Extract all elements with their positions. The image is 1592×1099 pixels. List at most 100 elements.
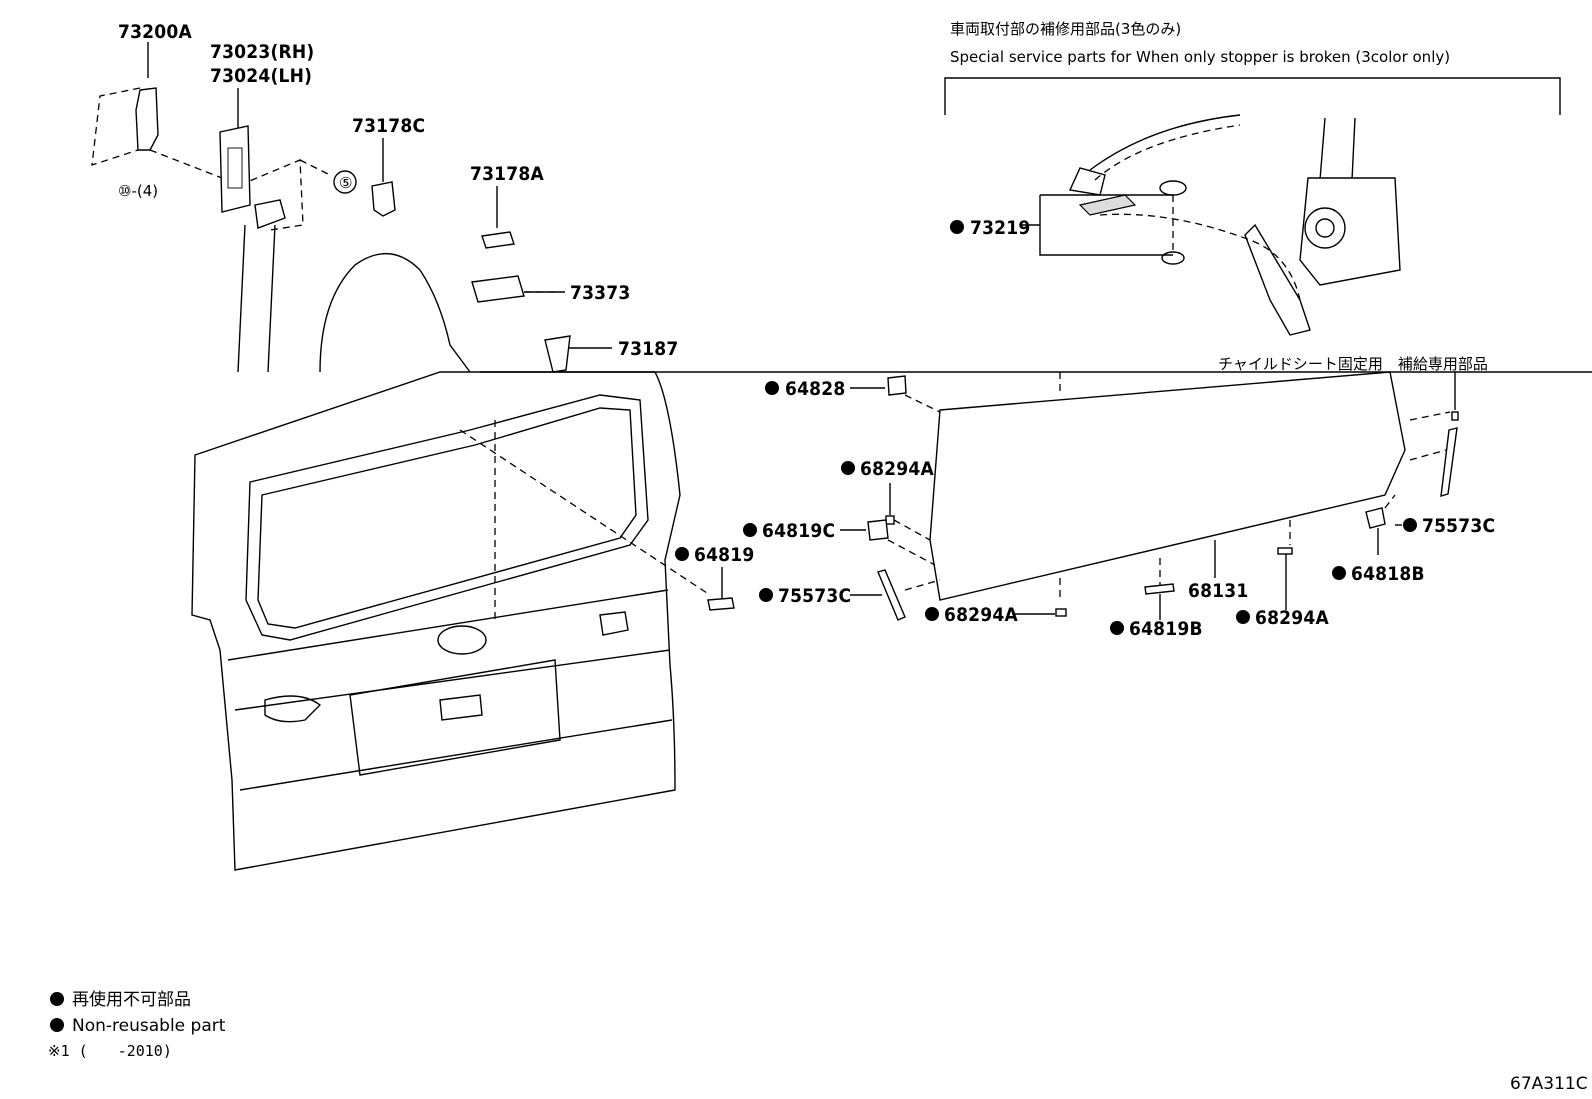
nonreusable-dot	[950, 220, 964, 234]
back-door-window-inner	[257, 407, 637, 629]
back-glass-68131	[929, 371, 1406, 601]
inset-strap-top	[1089, 114, 1241, 171]
back-door-outline	[191, 371, 681, 871]
dot-64828	[765, 381, 779, 395]
callout-68294A-2: 68294A	[944, 604, 1018, 626]
dot-68294A-3	[1236, 610, 1250, 624]
dash-5	[299, 159, 331, 176]
back-door-panel-lines	[227, 589, 673, 791]
callout-68131: 68131	[1188, 580, 1248, 602]
legend-en: Non-reusable part	[72, 1016, 226, 1036]
callout-73024: 73024(LH)	[210, 65, 312, 87]
back-glass-area: 64828 68294A 64819C 64819 75573C 68294A …	[675, 371, 1495, 640]
inset-title-jp: 車両取付部の補修用部品(3色のみ)	[950, 20, 1181, 38]
belt-anchor-cover	[219, 125, 251, 213]
part-75573C-1	[877, 569, 906, 621]
part-68294A-2	[1055, 608, 1067, 617]
dash-68294A-1	[893, 519, 931, 541]
dot-64819C	[743, 523, 757, 537]
inset-bracket-part	[1068, 167, 1106, 196]
legend: 再使用不可部品 Non-reusable part ※1 ( -2010)	[48, 989, 226, 1060]
dot-68294A-1	[841, 461, 855, 475]
inset-harness-dash	[1094, 124, 1241, 181]
inset-stopper	[1078, 194, 1137, 216]
belt-strap	[237, 224, 276, 373]
callout-73178C: 73178C	[352, 115, 425, 137]
back-door	[191, 371, 711, 871]
callout-68294A-3: 68294A	[1255, 607, 1329, 629]
back-door-window-frame	[245, 394, 649, 641]
part-child-seat-clip	[1451, 411, 1459, 421]
plate-73373	[471, 275, 525, 303]
callout-64819B: 64819B	[1129, 618, 1203, 640]
dash-child-seat	[1409, 411, 1451, 421]
callout-64818B: 64818B	[1351, 563, 1425, 585]
circle-5	[333, 170, 357, 194]
part-64818B	[1365, 507, 1386, 529]
callout-73219: 73219	[970, 217, 1030, 239]
inset-box: 車両取付部の補修用部品(3色のみ) Special service parts …	[944, 20, 1561, 336]
inset-retractor	[1299, 177, 1401, 286]
callout-64819C: 64819C	[762, 520, 835, 542]
dot-75573C-2	[1403, 518, 1417, 532]
part-64819C	[867, 519, 889, 541]
legend-dot-jp	[50, 992, 64, 1006]
belt-guide	[254, 199, 286, 229]
dash-75573C-2	[1409, 449, 1447, 461]
inset-clip-base	[1161, 251, 1185, 265]
door-handle	[439, 694, 483, 721]
dot-68294A-2	[925, 607, 939, 621]
callout-64819: 64819	[694, 544, 754, 566]
callout-73023: 73023(RH)	[210, 41, 314, 63]
inset-retractor-hub	[1315, 218, 1335, 238]
anchor-slot	[227, 147, 243, 189]
inset-strap-end	[1244, 223, 1311, 336]
callout-68294A-1: 68294A	[860, 458, 934, 480]
license-plate-recess	[349, 659, 561, 776]
cover-73178A	[481, 231, 515, 249]
seat-back-outline	[319, 252, 471, 373]
callout-64828: 64828	[785, 378, 845, 400]
part-64828	[887, 375, 907, 396]
diagram-code: 67A311C	[1510, 1074, 1588, 1094]
part-64819	[707, 597, 735, 611]
dot-64819B	[1110, 621, 1124, 635]
legend-dot-en	[50, 1018, 64, 1032]
callout-73187: 73187	[618, 338, 678, 360]
part-68294A-3	[1277, 547, 1293, 555]
qty-5: ⑤	[339, 174, 352, 192]
dash-75573C-1	[904, 579, 941, 591]
dash-64819C	[887, 539, 936, 566]
callout-73178A: 73178A	[470, 163, 544, 185]
callout-73200A: 73200A	[118, 21, 192, 43]
clip-73178C	[371, 181, 396, 217]
inset-harness-dash-2	[1099, 213, 1301, 301]
dash-to-64819	[459, 429, 711, 596]
legend-jp: 再使用不可部品	[72, 989, 191, 1010]
inset-bracket	[944, 77, 1561, 115]
inset-title-en: Special service parts for When only stop…	[950, 48, 1450, 66]
part-75573C-2	[1440, 427, 1458, 497]
dash-64818B	[1384, 494, 1396, 509]
door-opening-left	[264, 695, 322, 723]
part-68294A-1	[885, 515, 895, 525]
seatbelt-buckle	[135, 87, 159, 151]
callout-75573C-2: 75573C	[1422, 515, 1495, 537]
buckle-dash	[91, 87, 141, 166]
inset-belt	[1319, 117, 1356, 181]
legend-note: ※1 ( -2010)	[48, 1042, 172, 1060]
part-64819B	[1144, 583, 1175, 595]
dot-64818B	[1332, 566, 1346, 580]
seatbelt-assembly: 73200A ⑤ ⑩-(4) 73023(RH) 73024(LH) 73178…	[91, 21, 678, 373]
door-opening-right	[599, 611, 629, 636]
dot-75573C-1	[759, 588, 773, 602]
inset-retractor-spool	[1304, 207, 1346, 249]
inset-callout-bracket	[1039, 195, 1173, 256]
qty-10: ⑩-(4)	[118, 182, 158, 200]
anchor-73187	[544, 335, 571, 373]
emblem	[437, 625, 487, 655]
callout-73373: 73373	[570, 282, 630, 304]
dash-64828	[904, 394, 941, 413]
inset-clip-head	[1159, 180, 1187, 196]
